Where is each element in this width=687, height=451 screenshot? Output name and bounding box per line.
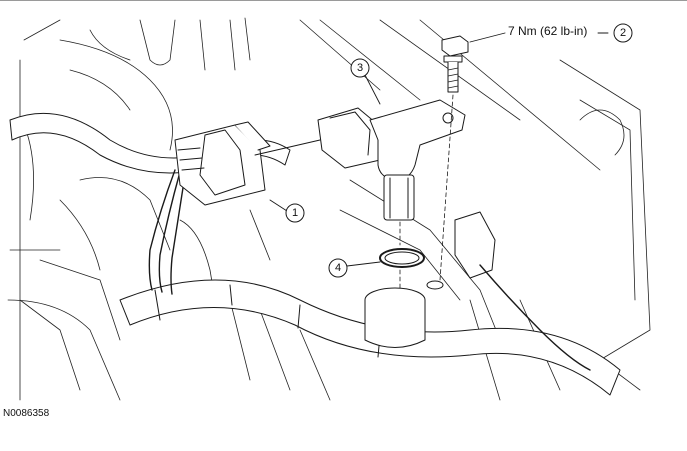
callout-4-circle	[328, 258, 348, 278]
callout-1-circle	[285, 203, 305, 223]
harness-wires	[148, 169, 186, 295]
callout-4-label: 4	[335, 262, 341, 274]
torque-spec: 7 Nm (62 lb-in)	[508, 24, 588, 38]
callout-3-circle	[350, 58, 370, 78]
callout-2-circle	[613, 23, 633, 43]
callout-1-label: 1	[292, 207, 298, 219]
right-connector	[454, 211, 591, 371]
mounting-boss	[364, 280, 444, 348]
harness-connector	[174, 121, 271, 206]
sensor-body	[369, 99, 466, 221]
figure-id: N0086358	[3, 408, 50, 419]
leader-lines	[269, 32, 609, 267]
sensor-connector	[254, 107, 383, 169]
bolt	[439, 35, 469, 281]
callout-3-label: 3	[357, 62, 363, 74]
engine-background	[7, 17, 651, 401]
callout-2-label: 2	[620, 27, 626, 39]
top-rule	[0, 0, 687, 1]
